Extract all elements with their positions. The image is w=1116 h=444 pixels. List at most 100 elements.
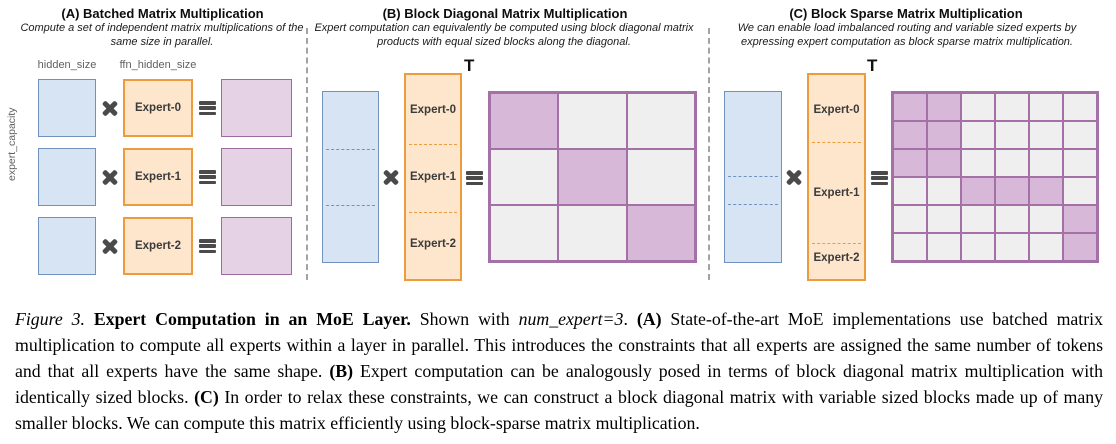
- filled-block-cell: [1063, 205, 1097, 233]
- empty-block-cell: [1029, 205, 1063, 233]
- expert-matrix: Expert-1: [123, 148, 193, 206]
- diagram-area: (A) Batched Matrix Multiplication Comput…: [0, 0, 1116, 300]
- empty-block-cell: [1029, 233, 1063, 261]
- expert-label: Expert-2: [409, 238, 457, 251]
- filled-block-cell: [927, 149, 961, 177]
- caption-segment: (A): [636, 309, 662, 329]
- empty-block-cell: [893, 205, 927, 233]
- token-matrix: [38, 217, 96, 275]
- expert-weights-column-c: Expert-0 Expert-1 Expert-2: [807, 73, 866, 281]
- empty-block-cell: [995, 149, 1029, 177]
- expert-label: Expert-0: [813, 103, 860, 116]
- dashed-split-line: [326, 148, 375, 150]
- multiply-icon: [102, 169, 118, 185]
- dashed-split-line: [728, 203, 778, 205]
- panel-divider-ab: [306, 28, 308, 280]
- matmul-row: Expert-0: [38, 79, 292, 137]
- empty-block-cell: [490, 149, 559, 205]
- expert-label: Expert-1: [134, 171, 182, 183]
- caption-segment: Expert computation can be analogously po…: [15, 361, 1103, 407]
- filled-block-cell: [1029, 177, 1063, 205]
- expert-capacity-label: expert_capacity: [6, 107, 18, 181]
- empty-block-cell: [1029, 121, 1063, 149]
- caption-segment: Shown with: [419, 309, 519, 329]
- expert-weights-column-b: Expert-0 Expert-1 Expert-2: [404, 73, 462, 281]
- filled-block-cell: [995, 177, 1029, 205]
- equivalence-icon: [198, 239, 216, 253]
- empty-block-cell: [927, 233, 961, 261]
- panel-b-subtitle: Expert computation can equivalently be c…: [314, 22, 694, 48]
- filled-block-cell: [893, 121, 927, 149]
- transpose-label-b: T: [464, 56, 475, 75]
- caption-segment: Expert Computation in an MoE Layer.: [93, 309, 420, 329]
- filled-block-cell: [961, 177, 995, 205]
- expert-matrix: Expert-2: [123, 217, 193, 275]
- panel-c-title: (C) Block Sparse Matrix Multiplication: [789, 6, 1023, 21]
- multiply-icon: [786, 169, 802, 185]
- token-matrix: [38, 148, 96, 206]
- empty-block-cell: [961, 93, 995, 121]
- expert-label: Expert-2: [134, 240, 182, 252]
- block-diagonal-output-grid: [488, 91, 697, 263]
- caption-segment: Figure 3.: [15, 309, 94, 329]
- equivalence-icon: [198, 101, 216, 115]
- empty-block-cell: [558, 93, 627, 149]
- empty-block-cell: [558, 205, 627, 261]
- hidden-size-label: hidden_size: [37, 59, 97, 71]
- filled-block-cell: [626, 205, 695, 261]
- empty-block-cell: [626, 149, 695, 205]
- filled-block-cell: [927, 93, 961, 121]
- expert-matrix: Expert-0: [123, 79, 193, 137]
- multiply-icon: [383, 169, 399, 185]
- token-column-matrix-b: [322, 91, 379, 263]
- block-sparse-output-grid: [891, 91, 1099, 263]
- dashed-split-line: [326, 205, 375, 207]
- filled-block-cell: [1063, 233, 1097, 261]
- empty-block-cell: [961, 121, 995, 149]
- empty-block-cell: [995, 205, 1029, 233]
- dashed-split-line: [812, 141, 861, 143]
- empty-block-cell: [1029, 93, 1063, 121]
- empty-block-cell: [1063, 121, 1097, 149]
- output-matrix: [221, 79, 292, 137]
- caption-segment: In order to relax these constraints, we …: [15, 387, 1103, 433]
- expert-label: Expert-0: [409, 103, 457, 116]
- token-matrix: [38, 79, 96, 137]
- caption-segment: (B): [329, 361, 354, 381]
- panel-a-subtitle: Compute a set of independent matrix mult…: [20, 22, 304, 48]
- caption-segment: .: [623, 309, 637, 329]
- matmul-row: Expert-1: [38, 148, 292, 206]
- equivalence-icon: [871, 171, 888, 185]
- caption-segment: num_expert=3: [518, 309, 624, 329]
- token-column-matrix-c: [724, 91, 782, 263]
- output-matrix: [221, 148, 292, 206]
- caption-segment: State-of-the-art MoE implementations use…: [15, 309, 1103, 381]
- filled-block-cell: [558, 149, 627, 205]
- filled-block-cell: [490, 93, 559, 149]
- expert-label: Expert-1: [813, 187, 860, 200]
- multiply-icon: [102, 238, 118, 254]
- panel-c-subtitle: We can enable load imbalanced routing an…: [737, 22, 1077, 48]
- caption-segment: (C): [194, 387, 219, 407]
- empty-block-cell: [961, 205, 995, 233]
- empty-block-cell: [1063, 93, 1097, 121]
- empty-block-cell: [626, 93, 695, 149]
- expert-label: Expert-1: [409, 171, 457, 183]
- empty-block-cell: [995, 93, 1029, 121]
- dashed-split-line: [409, 211, 457, 213]
- expert-label: Expert-2: [813, 251, 860, 264]
- equivalence-icon: [466, 171, 483, 185]
- expert-label: Expert-0: [134, 102, 182, 114]
- empty-block-cell: [1063, 149, 1097, 177]
- filled-block-cell: [893, 93, 927, 121]
- empty-block-cell: [961, 233, 995, 261]
- matmul-row: Expert-2: [38, 217, 292, 275]
- multiply-icon: [102, 100, 118, 116]
- figure-caption: Figure 3. Expert Computation in an MoE L…: [15, 306, 1103, 436]
- equivalence-icon: [198, 170, 216, 184]
- output-matrix: [221, 217, 292, 275]
- empty-block-cell: [490, 205, 559, 261]
- empty-block-cell: [893, 233, 927, 261]
